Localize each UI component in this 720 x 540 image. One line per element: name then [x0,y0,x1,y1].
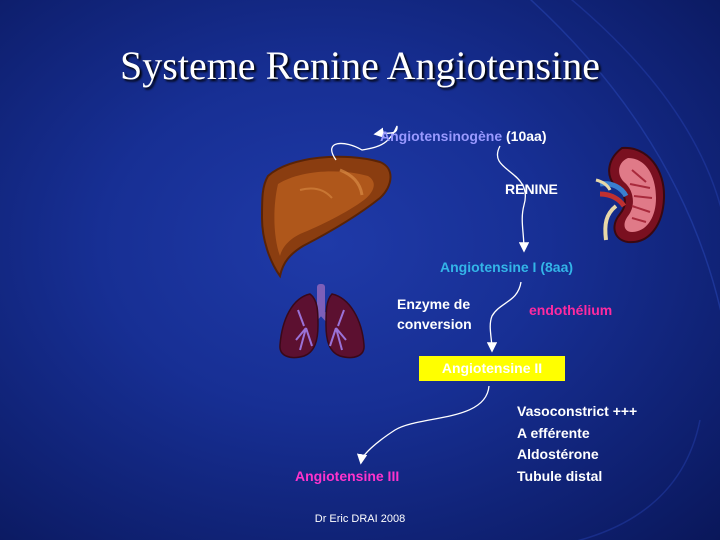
lungs-icon [279,284,365,359]
angiotensinogen-length: (10aa) [506,128,547,144]
kidney-icon [595,146,666,244]
angiotensin2-box: Angiotensine II [419,356,565,381]
effect-item: Aldostérone [517,446,599,462]
effect-item: Vasoconstrict +++ [517,403,638,419]
angiotensin1-label: Angiotensine I (8aa) [440,259,574,275]
renin-conversion-arrow [496,145,530,253]
endothelium-label: endothélium [529,302,613,318]
angiotensinogen-name: Angiotensinogène [380,128,503,144]
slide-footer: Dr Eric DRAI 2008 [314,513,406,525]
effect-item: A efférente [517,424,590,441]
angiotensin2-to-3-arrow [356,385,490,465]
liver-icon [260,155,392,279]
liver-to-angiotensinogen-arrow [331,125,398,161]
effects-list: Vasoconstrict +++ A efférente Aldostéron… [517,401,637,487]
angiotensin3-label: Angiotensine III [295,468,400,484]
angiotensinogen-label: Angiotensinogène (10aa) [380,126,546,146]
ace-conversion-arrow [486,281,522,353]
renin-label: RENINE [505,181,558,197]
conversion-enzyme-label: Enzyme de conversion [397,296,472,332]
slide-title: Systeme Renine Angiotensine [120,43,600,88]
effect-item: Tubule distal [517,467,603,484]
